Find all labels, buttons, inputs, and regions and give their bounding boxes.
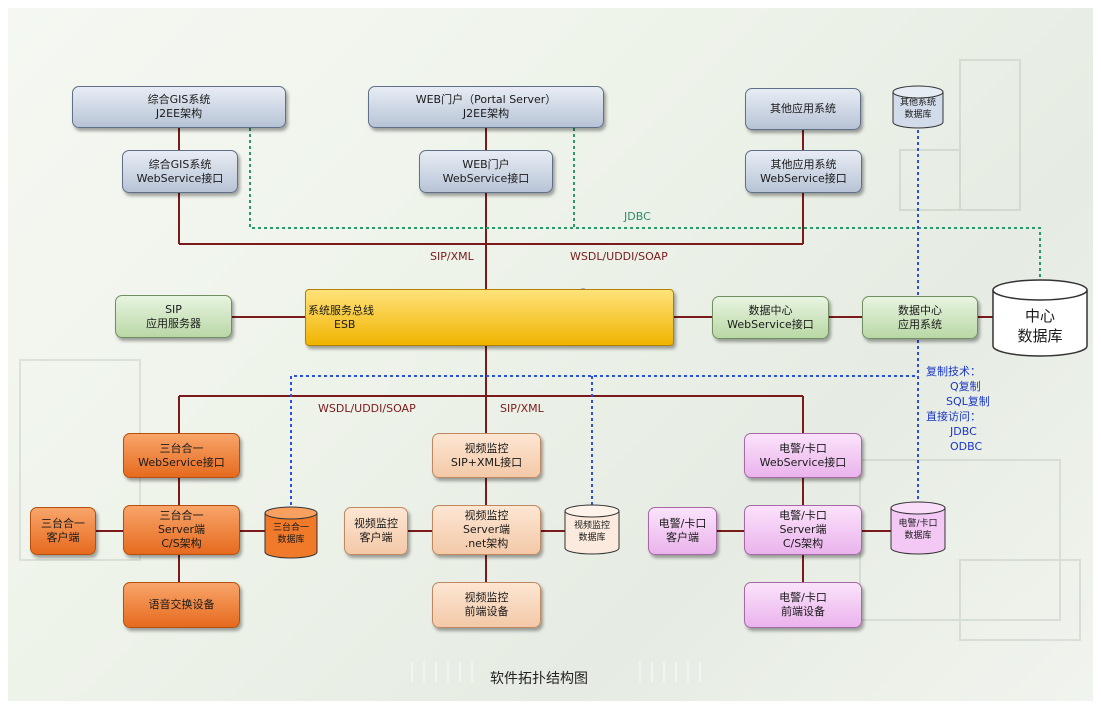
other-system-box[interactable]: 其他应用系统: [745, 88, 861, 130]
cylinder-shapes: [264, 85, 1088, 559]
video-client-line1: 视频监控: [354, 517, 398, 530]
jdbc-lines: [249, 128, 1041, 282]
replication-note-6: ODBC: [950, 440, 983, 453]
center-db-line2: 数据库: [1017, 327, 1063, 345]
gis-system-box[interactable]: 综合GIS系统 J2EE架构: [72, 86, 286, 128]
other-db-label[interactable]: 其他系统 数据库: [893, 96, 943, 122]
other-system-line1: 其他应用系统: [770, 102, 836, 115]
video-db-label[interactable]: 视频监控 数据库: [565, 517, 619, 547]
police-db-label[interactable]: 电警/卡口 数据库: [891, 515, 945, 545]
video-client-box[interactable]: 视频监控 客户端: [344, 507, 408, 555]
replication-note-2: Q复制: [950, 380, 981, 393]
voice-switch-line1: 语音交换设备: [148, 598, 215, 611]
police-server-box[interactable]: 电警/卡口 Server端 C/S架构: [744, 505, 862, 555]
replication-note-3: SQL复制: [946, 395, 990, 408]
police-device-box[interactable]: 电警/卡口 前端设备: [744, 582, 862, 628]
video-db-line2: 数据库: [578, 533, 606, 543]
web-portal-line2: J2EE架构: [462, 107, 510, 120]
police-client-line2: 客户端: [666, 531, 699, 544]
sip-xml-top-label: SIP/XML: [430, 250, 474, 263]
video-server-box[interactable]: 视频监控 Server端 .net架构: [432, 505, 541, 555]
center-db-line1: 中心: [1024, 307, 1055, 325]
sanheyi-ws-box[interactable]: 三台合一 WebService接口: [123, 433, 240, 478]
police-server-line3: C/S架构: [782, 537, 824, 550]
sanheyi-db-line1: 三台合一: [272, 523, 309, 533]
other-ws-box[interactable]: 其他应用系统 WebService接口: [745, 150, 862, 193]
bus-lines: [96, 128, 998, 582]
data-center-ws-line2: WebService接口: [727, 317, 814, 331]
other-db-line1: 其他系统: [899, 98, 936, 108]
sanheyi-db-line2: 数据库: [277, 535, 305, 545]
sanheyi-server-line2: Server端: [157, 523, 206, 536]
video-device-line1: 视频监控: [464, 591, 509, 604]
sanheyi-server-box[interactable]: 三台合一 Server端 C/S架构: [123, 505, 240, 555]
data-center-ws-box[interactable]: 数据中心 WebService接口: [712, 296, 829, 339]
web-portal-box[interactable]: WEB门户（Portal Server） J2EE架构: [368, 86, 604, 128]
gis-system-line2: J2EE架构: [155, 107, 203, 120]
sanheyi-server-line3: C/S架构: [161, 537, 202, 550]
sanheyi-server-line1: 三台合一: [159, 509, 204, 522]
video-server-line2: Server端: [462, 523, 511, 536]
police-ws-line1: 电警/卡口: [779, 441, 827, 455]
wsdl-top-label: WSDL/UDDI/SOAP: [570, 250, 668, 263]
gis-ws-line1: 综合GIS系统: [148, 157, 212, 171]
replication-note-1: 复制技术：: [926, 365, 981, 378]
gis-system-line1: 综合GIS系统: [147, 93, 211, 106]
center-db-label[interactable]: 中心 数据库: [995, 304, 1085, 348]
diagram-caption: 软件拓扑结构图: [490, 671, 588, 687]
esb-line1: 系统服务总线: [308, 303, 374, 317]
police-ws-line2: WebService接口: [759, 455, 847, 469]
police-client-box[interactable]: 电警/卡口 客户端: [648, 507, 717, 555]
video-device-line2: 前端设备: [464, 605, 509, 618]
data-center-app-line2: 应用系统: [898, 317, 942, 331]
video-server-line3: .net架构: [464, 537, 509, 550]
sip-server-line2: 应用服务器: [146, 316, 201, 330]
police-server-line1: 电警/卡口: [779, 509, 827, 522]
video-client-line2: 客户端: [359, 531, 393, 544]
video-ws-line2: SIP+XML接口: [450, 455, 523, 469]
video-server-line1: 视频监控: [464, 509, 509, 522]
video-device-box[interactable]: 视频监控 前端设备: [432, 582, 541, 628]
video-ws-line1: 视频监控: [464, 441, 509, 455]
police-device-line2: 前端设备: [781, 605, 825, 618]
other-ws-line2: WebService接口: [760, 171, 847, 185]
police-db-line2: 数据库: [904, 531, 932, 541]
sanheyi-ws-line1: 三台合一: [159, 441, 204, 455]
jdbc-label: JDBC: [624, 210, 651, 223]
other-db-line2: 数据库: [904, 110, 932, 120]
video-db-line1: 视频监控: [573, 521, 610, 531]
video-ws-box[interactable]: 视频监控 SIP+XML接口: [432, 433, 541, 478]
replication-note-4: 直接访问：: [926, 410, 981, 423]
police-db-line1: 电警/卡口: [898, 519, 938, 529]
web-portal-line1: WEB门户（Portal Server）: [415, 93, 557, 106]
web-ws-line2: WebService接口: [442, 171, 530, 185]
sanheyi-client-box[interactable]: 三台合一 客户端: [30, 507, 96, 555]
data-center-app-line1: 数据中心: [898, 303, 942, 317]
web-ws-box[interactable]: WEB门户 WebService接口: [419, 150, 553, 193]
sanheyi-client-line2: 客户端: [46, 531, 80, 544]
sip-server-line1: SIP: [165, 302, 182, 316]
replication-note-5: JDBC: [950, 425, 977, 438]
voice-switch-box[interactable]: 语音交换设备: [123, 582, 240, 628]
esb-line2: ESB: [334, 317, 356, 331]
esb-bus-box[interactable]: 系统服务总线 ESB: [305, 289, 674, 346]
police-device-line1: 电警/卡口: [779, 591, 827, 604]
gis-ws-line2: WebService接口: [136, 171, 224, 185]
data-center-app-box[interactable]: 数据中心 应用系统: [862, 296, 978, 339]
web-ws-line1: WEB门户: [462, 157, 510, 171]
sanheyi-db-label[interactable]: 三台合一 数据库: [265, 520, 317, 548]
bottom-strip: [411, 662, 701, 682]
police-ws-box[interactable]: 电警/卡口 WebService接口: [744, 433, 862, 478]
police-client-line1: 电警/卡口: [658, 517, 707, 530]
sip-xml-bottom-label: SIP/XML: [500, 402, 544, 415]
sanheyi-ws-line2: WebService接口: [138, 455, 225, 469]
sanheyi-client-line1: 三台合一: [41, 517, 85, 530]
gis-ws-box[interactable]: 综合GIS系统 WebService接口: [122, 150, 238, 193]
police-server-line2: Server端: [779, 523, 827, 536]
data-center-ws-line1: 数据中心: [748, 303, 793, 317]
wsdl-bottom-label: WSDL/UDDI/SOAP: [318, 402, 416, 415]
other-ws-line1: 其他应用系统: [770, 157, 837, 171]
sip-server-box[interactable]: SIP 应用服务器: [115, 295, 232, 338]
